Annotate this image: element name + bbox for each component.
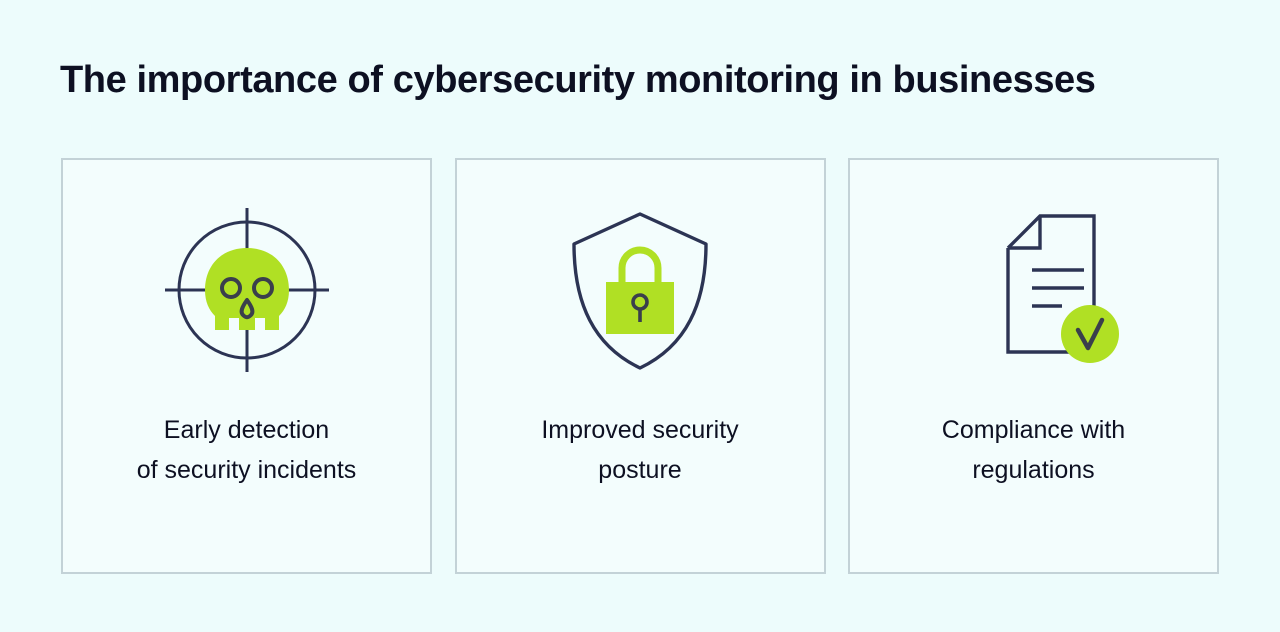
benefit-card-early-detection[interactable]: Early detection of security incidents [61,158,432,574]
document-check-icon [850,160,1217,410]
benefit-card-label: Compliance with regulations [941,416,1126,484]
page-title: The importance of cybersecurity monitori… [60,59,1096,101]
benefit-card-improved-security-posture[interactable]: Improved security posture [454,158,826,574]
benefit-card-label: Early detection of security incidents [136,416,357,484]
crosshair-skull-icon [63,160,430,410]
benefit-cards-row: Early detection of security incidents Im… [61,158,1219,574]
shield-padlock-icon [457,160,824,410]
benefit-card-label: Improved security posture [541,416,739,484]
benefit-card-compliance-with-regulations[interactable]: Compliance with regulations [848,158,1219,574]
